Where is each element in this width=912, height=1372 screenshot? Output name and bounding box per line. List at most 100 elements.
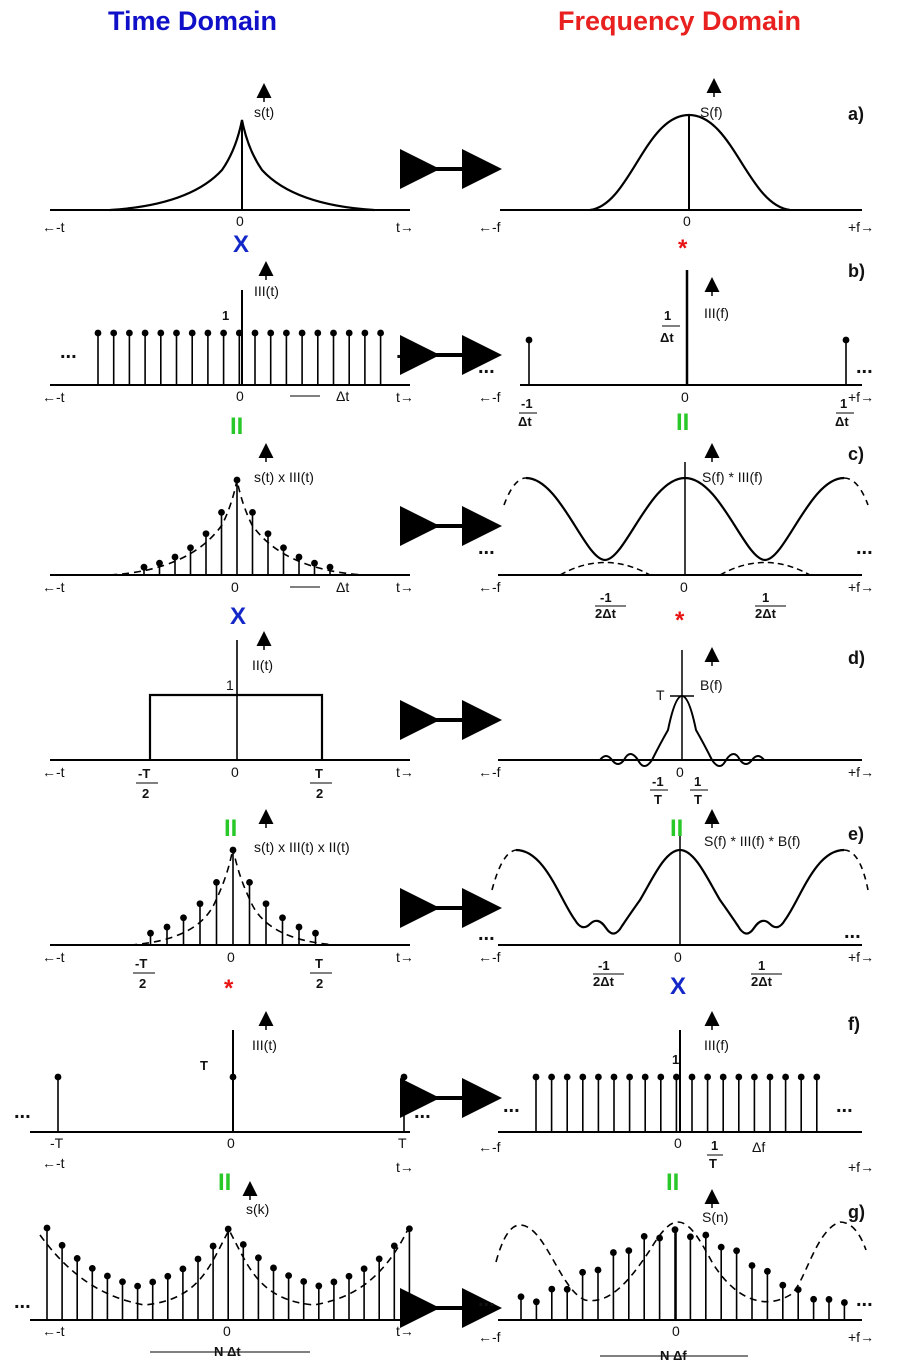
panel-f-time-ellipsis-right: ... [414, 1101, 431, 1123]
op-equals-b-freq: II [676, 409, 689, 436]
panel-c-time-dt: Δt [336, 579, 349, 595]
panel-g-time-spike-head [43, 1224, 51, 1232]
panel-d-posT: T [315, 766, 323, 781]
panel-f-freq-spike-head [657, 1073, 665, 1081]
panel-a-time-fn: s(t) [254, 104, 274, 120]
panel-b-label: b) [848, 261, 865, 281]
panel-f-posT: T [398, 1135, 407, 1151]
panel-e-time-spike-head [279, 914, 286, 922]
panel-c-time-spike-head [295, 553, 303, 561]
panel-e-time-spike-head [180, 914, 187, 922]
panel-c-pos-half-den: 2Δt [755, 606, 777, 621]
panel-e-time-spike-head [295, 923, 303, 931]
panel-b-neg-one: -1 [521, 396, 533, 411]
axis-neg-f-label: ←-f [478, 389, 501, 405]
panel-f-freq-spike-head [626, 1073, 633, 1081]
axis-pos-f-label: +f→ [848, 579, 874, 595]
panel-e-freq-dash-left [491, 849, 517, 891]
panel-b-time-spike-head [157, 329, 165, 337]
panel-g-time-spike-head [58, 1241, 66, 1249]
panel-g-time-spike-head [73, 1255, 81, 1262]
panel-d-neg-inv-den: T [654, 792, 662, 807]
panel-g-freq-spike-head [733, 1247, 740, 1255]
panel-g-time-spike-head [194, 1255, 202, 1263]
panel-g-time-spike-head [330, 1278, 338, 1286]
panel-f-freq-one: 1 [672, 1052, 679, 1067]
panel-f-label: f) [848, 1014, 860, 1034]
panel-f-neg-t: ←-t [42, 1155, 65, 1171]
panel-b-time-spike-head [204, 329, 212, 337]
panel-g-time-spike-head [345, 1272, 353, 1280]
panel-a-label: a) [848, 104, 864, 124]
op-equals-d-freq: II [670, 815, 683, 842]
panel-b-freq-fn: III(f) [704, 305, 729, 321]
panel-b-time-spike-head [314, 329, 322, 337]
op-times-e: X [670, 973, 686, 1000]
panel-c-time-spike-head [264, 530, 272, 538]
panel-g-pos-t: t→ [396, 1323, 414, 1339]
panel-f-freq-ellipsis-left: ... [503, 1095, 520, 1117]
panel-g-span-t: N Δt [214, 1344, 241, 1359]
panel-c-time-spike-head [233, 476, 241, 484]
panel-c-neg-half-num: -1 [600, 590, 612, 605]
panel-g-freq-spike-head [687, 1233, 694, 1241]
panel-b-time-spike-head [141, 329, 149, 337]
panel-g-time-spike-head [390, 1242, 398, 1250]
axis-neg-f-label: ←-f [478, 219, 501, 235]
panel-d-time-one: 1 [226, 677, 234, 693]
panel-e-time-spike-head [196, 900, 204, 908]
panel-b-time-fn: III(t) [254, 283, 279, 299]
panel-c-time-spike-head [156, 559, 163, 567]
axis-pos-f-label: +f→ [848, 949, 874, 965]
panel-f-freq-spike-head [782, 1073, 789, 1081]
panel-a-time-curve [109, 119, 375, 212]
panel-b-freq-spike-left-head [525, 336, 533, 344]
panel-b-time-spike-head [125, 329, 133, 337]
panel-e-pos-half-num: 1 [758, 958, 765, 973]
panel-e-posT-den: 2 [316, 976, 323, 991]
panel-g-freq-spike-head [810, 1295, 817, 1303]
panel-f-time-spike-left-head [54, 1073, 62, 1081]
panel-g-freq-spike-head [825, 1296, 833, 1303]
panel-g-time-spike-head [315, 1282, 323, 1290]
panel-c-freq-tails [559, 561, 811, 576]
axis-pos-t-label: t→ [396, 949, 414, 965]
op-equals-d-time: II [224, 815, 237, 842]
panel-e-time-spike-head [229, 846, 237, 854]
panel-e-posT: T [315, 956, 323, 971]
panel-g-time-spike-head [119, 1278, 126, 1286]
panel-b-time-spike-head [188, 329, 196, 337]
panel-c-freq-fn: S(f) * III(f) [702, 469, 763, 485]
panel-g-time-spike-head [406, 1225, 413, 1233]
panel-c-time-spike-head [187, 544, 194, 552]
axis-neg-t-label: ←-t [42, 389, 65, 405]
panel-f-freq-spike-head [595, 1073, 602, 1081]
axis-neg-t-label: ←-t [42, 764, 65, 780]
panel-b-inv-den: Δt [660, 330, 674, 345]
panel-f-pos-f: +f→ [848, 1159, 874, 1175]
axis-pos-t-label: t→ [396, 579, 414, 595]
panel-f-freq-spike-head [641, 1073, 649, 1081]
panel-f-time-zero: 0 [227, 1135, 235, 1151]
axis-pos-f-label: +f→ [848, 219, 874, 235]
panel-f-freq-spike-head [673, 1073, 680, 1081]
panel-e-time-spike-head [262, 900, 270, 908]
panel-c-time-fn: s(t) x III(t) [254, 469, 314, 485]
panel-f-freq-spike-head [610, 1073, 618, 1081]
panel-g-time-spike-head [134, 1282, 142, 1290]
panel-c-label: c) [848, 444, 864, 464]
panel-b-time-spike-head [283, 329, 290, 337]
panel-f-freq-spike-head [735, 1073, 743, 1081]
axis-neg-f-label: ←-f [478, 949, 501, 965]
panel-b-time-ellipsis-left: ... [60, 341, 77, 363]
panel-e-negT-den: 2 [139, 976, 146, 991]
panel-g-time-spike-head [164, 1272, 172, 1280]
axis-neg-f-label: ←-f [478, 764, 501, 780]
panel-f-freq-spike-head [532, 1073, 540, 1081]
panel-d-neg-inv-num: -1 [652, 774, 664, 789]
panel-f-freq-spike-head [579, 1073, 587, 1081]
panel-c-time-spike-head [140, 563, 148, 571]
panel-d-sinc [599, 694, 765, 767]
axis-neg-t-label: ←-t [42, 949, 65, 965]
axis-neg-f-label: ←-f [478, 579, 501, 595]
